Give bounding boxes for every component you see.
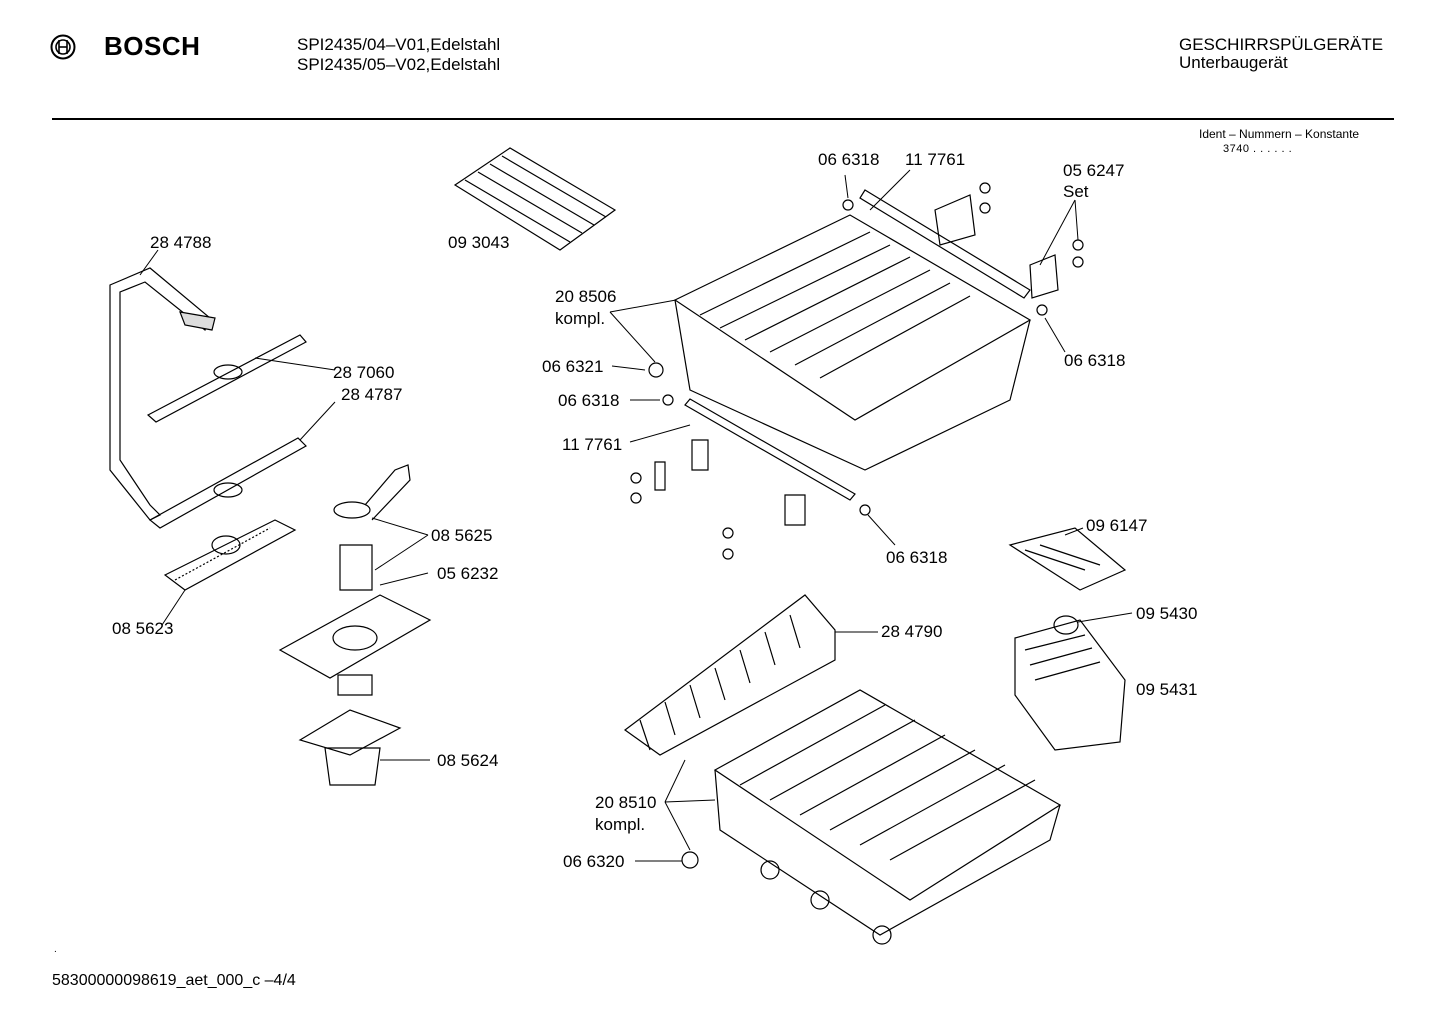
part-label-093043: 09 3043 — [448, 233, 510, 252]
footer-mark: . — [54, 944, 57, 955]
category-line-1: GESCHIRRSPÜLGERÄTE — [1179, 35, 1384, 54]
ident-label: Ident – Nummern – Konstante — [1199, 127, 1360, 141]
cutlery-basket-drawing — [1014, 615, 1126, 751]
spray-arm-base-drawing — [163, 519, 297, 591]
model-line-2: SPI2435/05–V02,Edelstahl — [297, 55, 501, 74]
ident-value: 3740 . . . . . . — [1223, 143, 1293, 155]
part-label-208506: 20 8506 — [555, 287, 617, 306]
part-label-066318-b: 06 6318 — [1064, 351, 1126, 370]
part-label-117761-b: 11 7761 — [562, 435, 623, 454]
part-label-056247: 05 6247 — [1063, 161, 1125, 180]
filter-parts-drawing — [278, 464, 432, 786]
part-label-kompl-upper: kompl. — [555, 309, 606, 328]
part-label-095430: 09 5430 — [1136, 604, 1198, 623]
part-label-117761-a: 11 7761 — [905, 150, 966, 169]
feed-tube-drawing — [109, 267, 216, 521]
part-label-085625: 08 5625 — [431, 526, 493, 545]
header-divider — [52, 118, 1394, 120]
part-label-085623: 08 5623 — [112, 619, 174, 638]
part-label-287060: 28 7060 — [333, 363, 395, 382]
part-label-284787: 28 4787 — [341, 385, 403, 404]
upper-spray-arm-drawing — [146, 334, 307, 423]
brand-name: BOSCH — [104, 31, 201, 61]
category-line-2: Unterbaugerät — [1179, 53, 1288, 72]
upper-basket-drawing — [673, 189, 1032, 471]
cup-rack-drawing — [453, 147, 617, 251]
part-label-066321: 06 6321 — [542, 357, 604, 376]
part-label-284790: 28 4790 — [881, 622, 943, 641]
part-label-208510: 20 8510 — [595, 793, 657, 812]
part-label-095431: 09 5431 — [1136, 680, 1198, 699]
part-label-066318-d: 06 6318 — [886, 548, 948, 567]
part-label-096147: 09 6147 — [1086, 516, 1148, 535]
lower-spray-arm-drawing — [148, 437, 307, 529]
part-label-066320: 06 6320 — [563, 852, 625, 871]
part-label-066318-c: 06 6318 — [558, 391, 620, 410]
cutlery-insert-drawing — [1008, 527, 1127, 591]
part-label-284788: 28 4788 — [150, 233, 212, 252]
model-line-1: SPI2435/04–V01,Edelstahl — [297, 35, 501, 54]
bosch-logo-icon — [50, 34, 76, 60]
part-label-066318-a: 06 6318 — [818, 150, 880, 169]
document-id: 58300000098619_aet_000_c –4/4 — [52, 972, 296, 989]
leader-lines — [139, 169, 1133, 862]
part-label-set: Set — [1063, 182, 1089, 201]
plate-rack-drawing — [623, 594, 836, 756]
part-label-085624: 08 5624 — [437, 751, 499, 770]
lower-basket-drawing — [681, 689, 1062, 945]
rails-drawing — [630, 182, 1084, 560]
part-label-056232: 05 6232 — [437, 564, 499, 583]
part-label-kompl-lower: kompl. — [595, 815, 646, 834]
